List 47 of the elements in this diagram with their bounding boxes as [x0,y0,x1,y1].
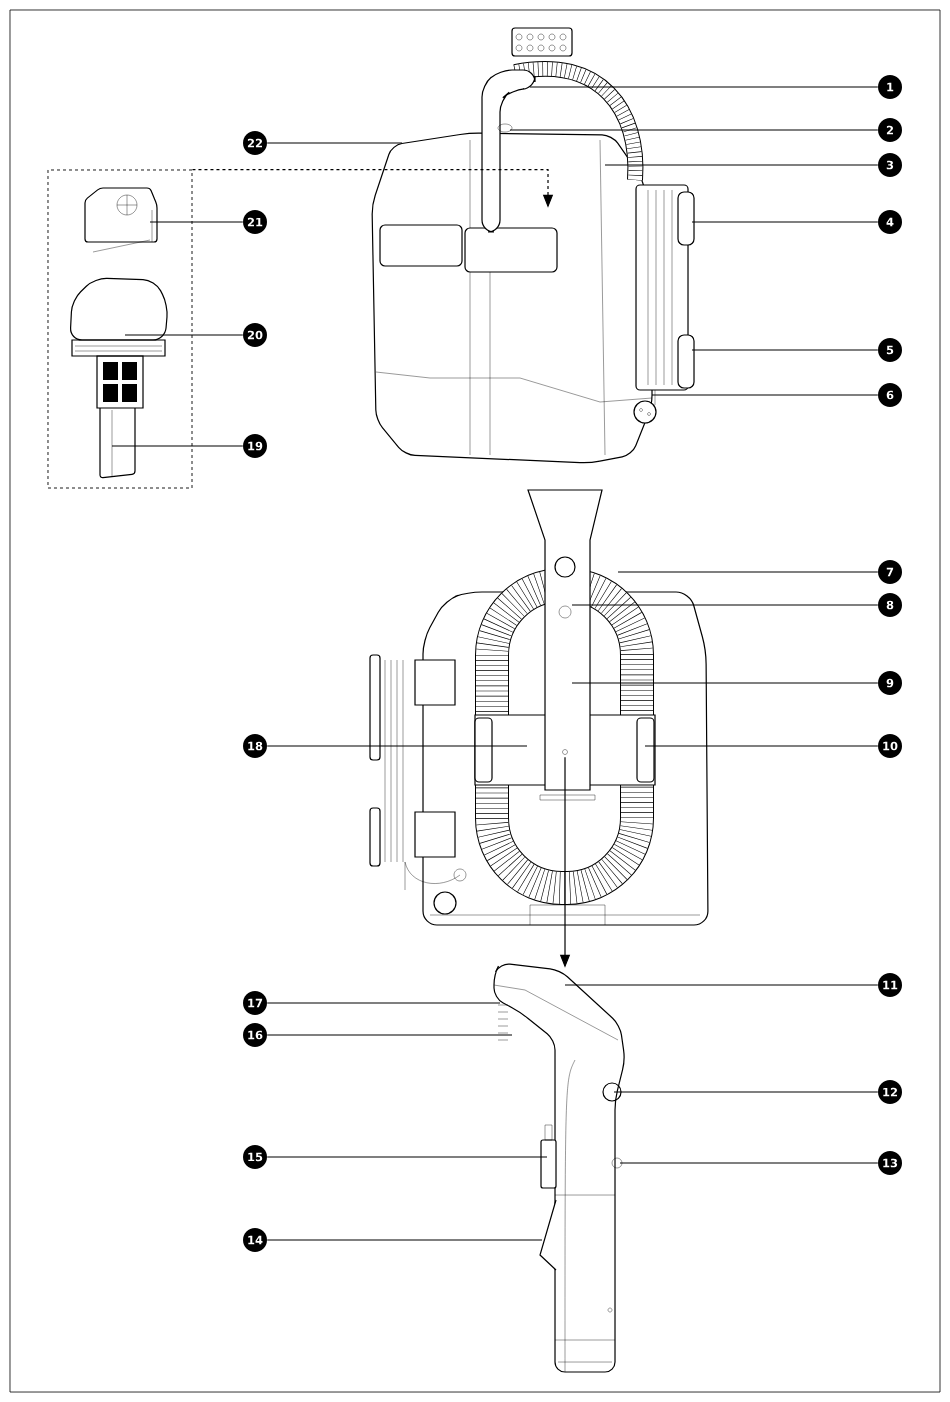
leader-line [571,604,879,606]
callout-number: 2 [878,118,902,142]
leader-line [651,394,879,396]
callout-number: 12 [878,1080,902,1104]
leader-line [266,1002,501,1004]
callout-number: 18 [243,734,267,758]
callout-number: 11 [878,973,902,997]
callout-number: 20 [243,323,267,347]
leader-line [691,349,879,351]
leader-line [617,571,879,573]
hand-tool-drawing [493,963,625,1373]
leader-line [619,1162,879,1164]
cleaner-back-drawing [369,489,709,926]
callout-number: 19 [243,434,267,458]
leader-line [529,86,879,88]
callout-number: 7 [878,560,902,584]
leader-line [571,682,879,684]
leader-line [691,221,879,223]
leader-line [644,745,879,747]
callout-number: 3 [878,153,902,177]
leader-line [604,164,879,166]
callout-number: 5 [878,338,902,362]
tank-drawing [371,27,695,464]
callout-number: 8 [878,593,902,617]
callout-number: 15 [243,1145,267,1169]
callout-number: 16 [243,1023,267,1047]
callout-number: 21 [243,210,267,234]
leader-line [613,1091,879,1093]
callout-number: 22 [243,131,267,155]
leader-line [149,221,244,223]
dashed-frame [47,169,193,489]
callout-number: 9 [878,671,902,695]
callout-number: 10 [878,734,902,758]
leader-line [266,1034,513,1036]
callout-number: 14 [243,1228,267,1252]
leader-line [111,445,244,447]
callout-number: 17 [243,991,267,1015]
leader-line [564,984,879,986]
callout-number: 1 [878,75,902,99]
callout-number: 4 [878,210,902,234]
leader-line [266,1156,548,1158]
leader-line [266,1239,543,1241]
leader-line [124,334,244,336]
callout-number: 13 [878,1151,902,1175]
leader-line [266,142,403,144]
leader-line [266,745,528,747]
callout-number: 6 [878,383,902,407]
